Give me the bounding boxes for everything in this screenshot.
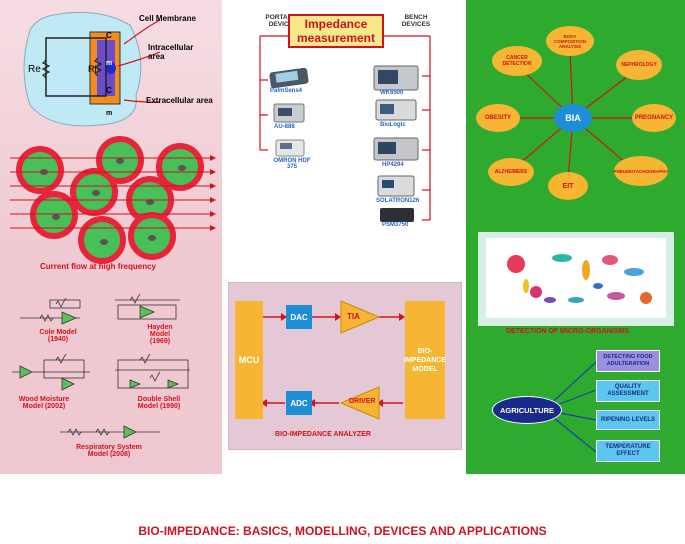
- analyzer-connectors: [261, 300, 405, 420]
- applications-connectors: [478, 49, 674, 453]
- app-pregnancy: PREGNANCY: [632, 104, 676, 132]
- app-cancer-detection: CANCER DETECTION: [492, 46, 542, 76]
- micro-organisms-picture: [507, 254, 652, 304]
- portable-devices-header: PORTABLE DEVICES: [265, 14, 301, 28]
- micro-organisms-label: DETECTION OF MICRO-ORGANISMS: [506, 328, 629, 335]
- label-extracellular: Extracellular area: [146, 96, 213, 105]
- agri-ripening-levels: RIPENING LEVELS: [596, 410, 660, 430]
- circuit-models: [12, 293, 190, 439]
- label-re: Re: [28, 64, 41, 75]
- label-c1: C: [106, 31, 112, 40]
- footer-title: BIO-IMPEDANCE: BASICS, MODELLING, DEVICE…: [138, 524, 547, 538]
- bio-impedance-model-block: BIO-IMPEDANCE MODEL: [404, 301, 446, 419]
- device-psm3750: PSM3750: [382, 222, 409, 228]
- label-intracellular: Intracellular area: [148, 43, 194, 61]
- device-biologic: BioLogic: [380, 122, 406, 128]
- current-flow-label: Current flow at high frequency: [40, 262, 157, 271]
- app-nephrology: NEPHROLOGY: [616, 50, 662, 80]
- mcu-block: MCU: [235, 301, 263, 419]
- tia-label: TIA: [347, 312, 360, 321]
- agriculture-node: AGRICULTURE: [492, 396, 562, 424]
- label-c2: C: [106, 86, 112, 95]
- device-omron: OMRON HDF 375: [273, 158, 311, 170]
- cole-model-label: Cole Model (1940): [39, 329, 77, 343]
- device-solatron: SOLATRON126: [376, 198, 420, 204]
- agri-food-adulteration: DETECTING FOOD ADULTERATION: [596, 350, 660, 372]
- devices-panel: PORTABLE DEVICES BENCH DEVICES Impedance…: [226, 0, 462, 232]
- double-shell-model-label: Double Shell Model (1990): [137, 396, 181, 410]
- bia-node: BIA: [554, 104, 592, 132]
- app-pneumotachography: PNEUMOTACHOGRAPHY: [614, 156, 668, 186]
- dac-block: DAC: [286, 305, 312, 329]
- device-palmsens4: PalmSens4: [270, 88, 303, 94]
- driver-label: DRIVER: [349, 398, 376, 405]
- driver-amplifier: [339, 386, 380, 420]
- wood-moisture-model-label: Wood Moisture Model (2002): [18, 396, 70, 410]
- respiratory-model-label: Respiratory System Model (2008): [76, 444, 142, 458]
- app-eit: EIT: [548, 172, 588, 200]
- label-cell-membrane: Cell Membrane: [139, 14, 196, 23]
- app-body-composition: BODY COMPOSITION ANALYSIS: [546, 26, 594, 56]
- label-m2: m: [106, 110, 113, 117]
- basics-panel: Cell Membrane Intracellular area Extrace…: [0, 0, 222, 474]
- app-alzheimers: ALZHEIMERS: [488, 158, 534, 186]
- analyzer-panel: MCU DAC ADC TIA DRIVER BIO-IMPEDANCE MOD…: [228, 282, 462, 450]
- label-ri: Ri: [88, 64, 97, 74]
- devices-connectors: [259, 35, 431, 222]
- device-au888: AU-888: [274, 124, 295, 130]
- applications-panel: BIA BODY COMPOSITION ANALYSIS NEPHROLOGY…: [466, 0, 685, 474]
- agri-temperature-effect: TEMPERATURE EFFECT: [596, 440, 660, 462]
- label-m1: m: [106, 60, 113, 67]
- app-obesity: OBESITY: [476, 104, 520, 132]
- hayden-model-label: Hayden Model (1969): [147, 324, 173, 345]
- agri-quality-assessment: QUALITY ASSESSMENT: [596, 380, 660, 402]
- adc-block: ADC: [286, 391, 312, 415]
- cell-diagram: [10, 11, 216, 439]
- device-hp4294: HP4294: [382, 162, 404, 168]
- bench-devices-header: BENCH DEVICES: [401, 14, 431, 28]
- device-wk6500: WK6500: [380, 90, 404, 96]
- impedance-measurement-box: Impedance measurement: [288, 14, 384, 48]
- tia-amplifier: [340, 300, 381, 334]
- analyzer-caption: BIO-IMPEDANCE ANALYZER: [275, 431, 371, 438]
- current-flow-figure: [10, 136, 216, 264]
